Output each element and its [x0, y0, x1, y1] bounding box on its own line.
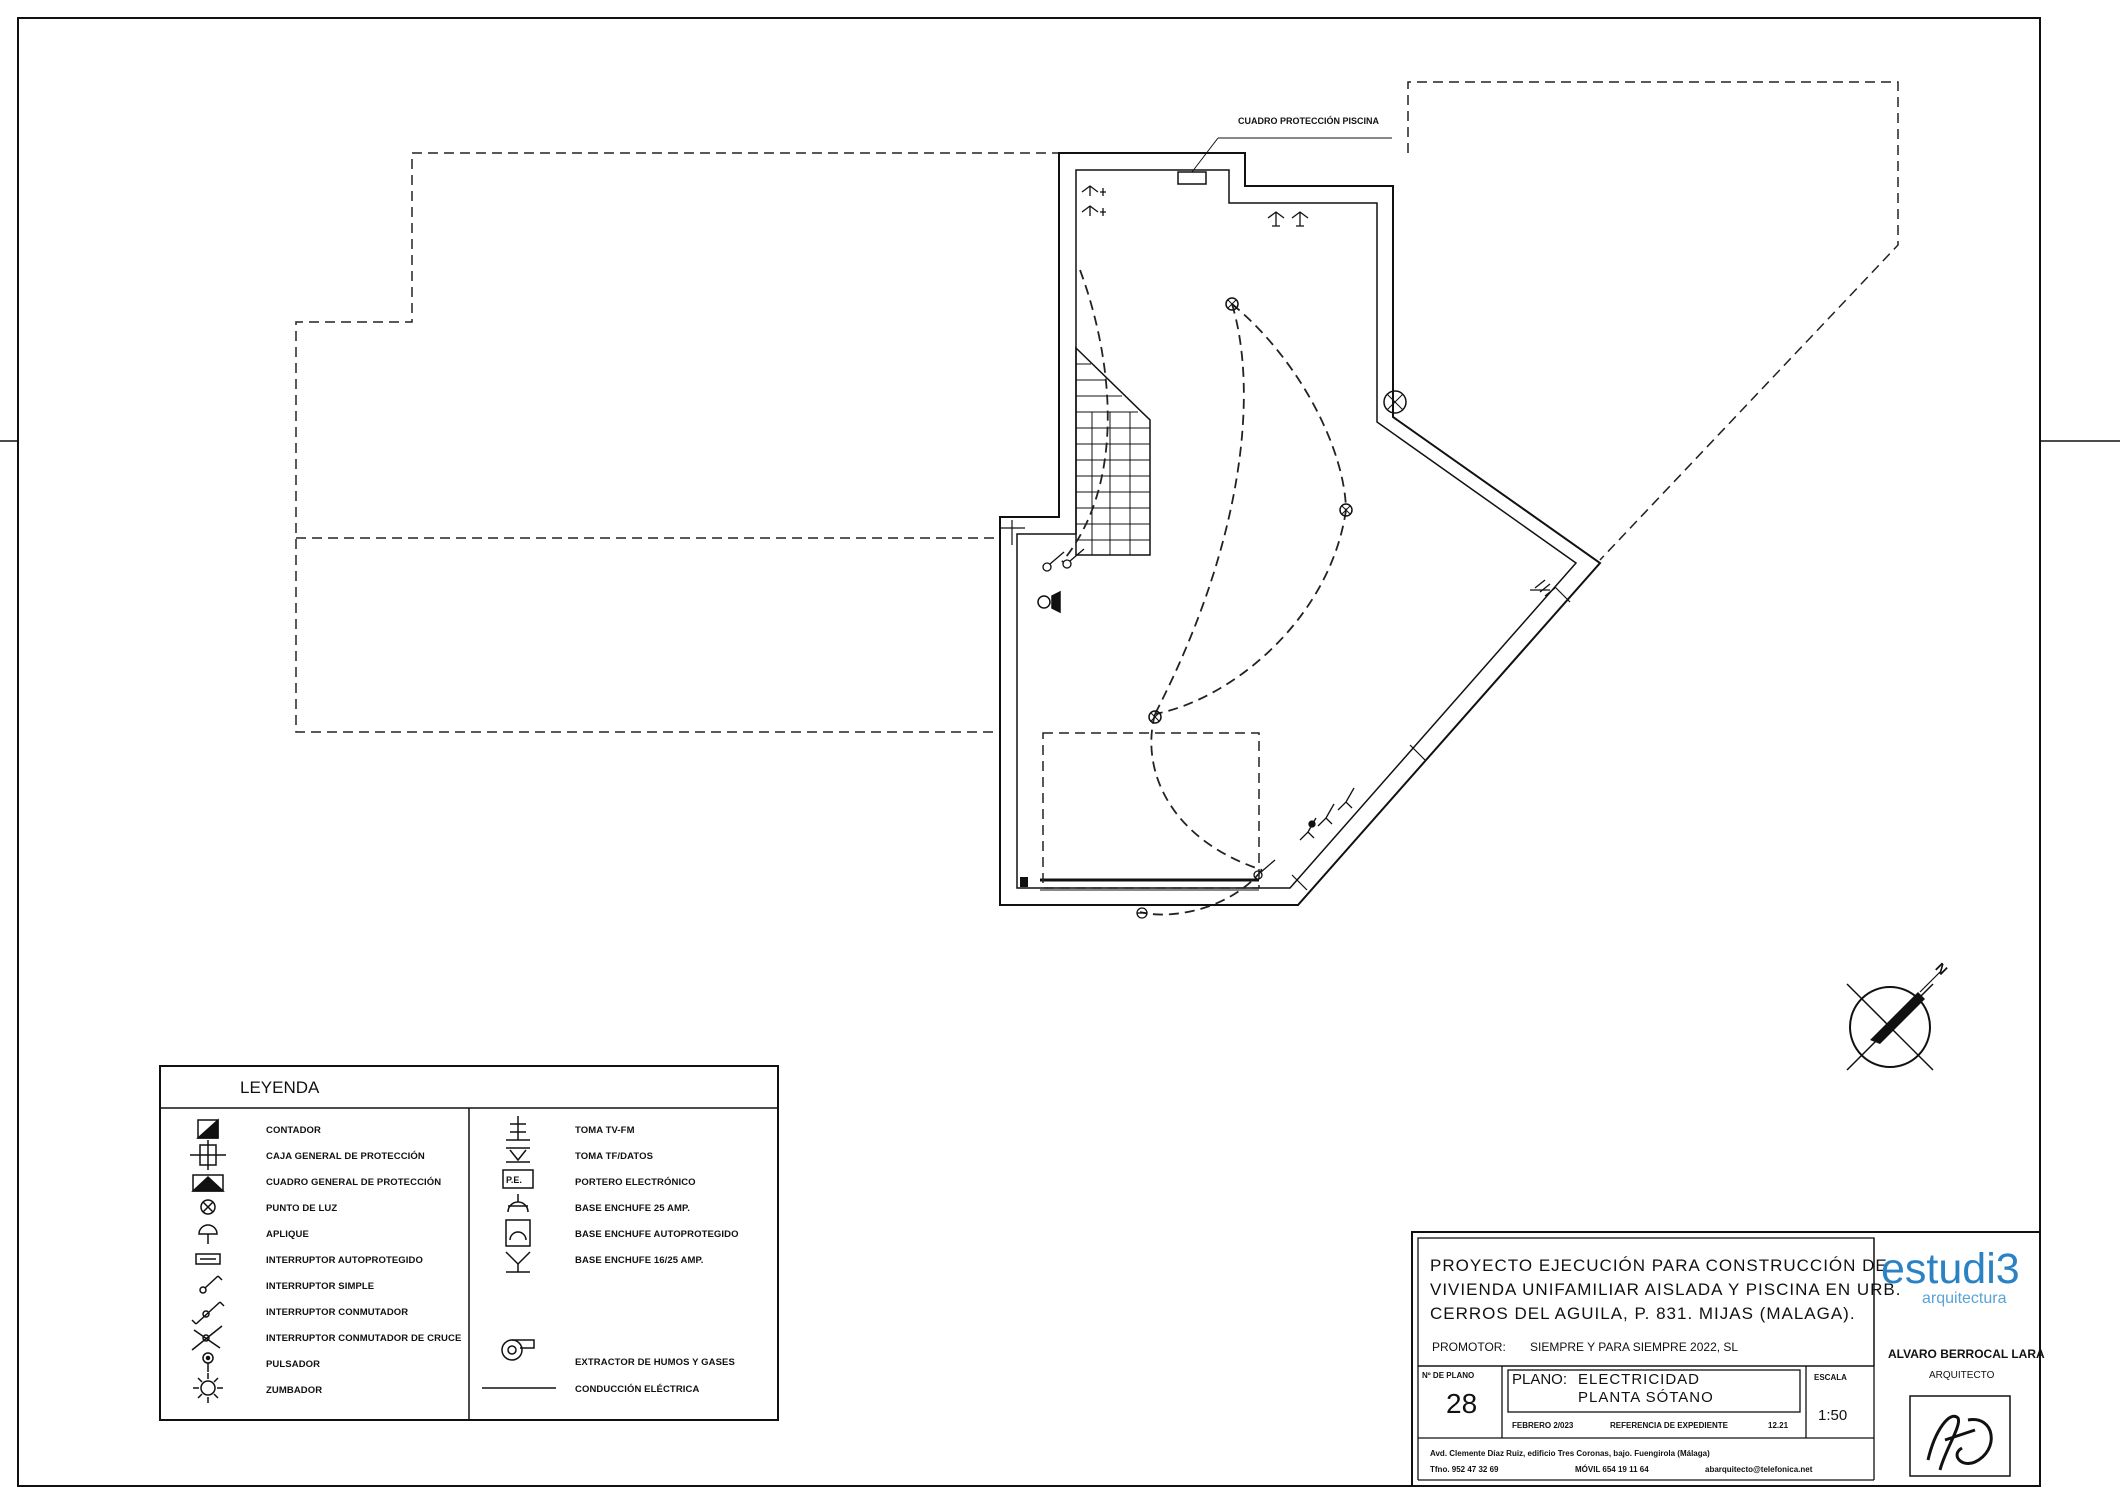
upper-floor-outline-left: [295, 152, 1062, 733]
project-line-3: CERROS DEL AGUILA, P. 831. MIJAS (MALAGA…: [1430, 1304, 1856, 1323]
wall-light-icon: [198, 1224, 218, 1244]
circuit-lines: [1061, 269, 1347, 916]
cross-switch-icon: [191, 1325, 223, 1351]
general-protection-box-icon: [190, 1140, 226, 1170]
two-way-switch-icon: [191, 1301, 225, 1325]
office-mobile: MÓVIL 654 19 11 64: [1575, 1465, 1649, 1474]
socket-icon: [1081, 185, 1106, 216]
legend-label-phone-data: TOMA TF/DATOS: [575, 1151, 653, 1162]
project-line-2: VIVIENDA UNIFAMILIAR AISLADA Y PISCINA E…: [1430, 1280, 1901, 1299]
self-protected-switch-icon: [195, 1253, 221, 1265]
legend-label-conductor: CONDUCCIÓN ELÉCTRICA: [575, 1383, 699, 1395]
firm-logo-name: estudi3: [1881, 1245, 2020, 1293]
legend-title: LEYENDA: [240, 1078, 320, 1097]
pool-panel-callout: CUADRO PROTECCIÓN PISCINA: [1238, 115, 1380, 126]
light-point-icon: [1225, 297, 1239, 311]
pool-protection-panel-icon: [1177, 137, 1392, 185]
ref-label: REFERENCIA DE EXPEDIENTE: [1610, 1421, 1729, 1430]
plan-title-1: ELECTRICIDAD: [1578, 1371, 1700, 1388]
buzzer-icon: [1037, 590, 1061, 614]
legend-label-meter: CONTADOR: [266, 1125, 321, 1136]
wall-light-icon: [1136, 907, 1148, 919]
staircase: [1075, 346, 1151, 556]
socket-25a-icon: [507, 1194, 529, 1213]
legend-label-light-point: PUNTO DE LUZ: [266, 1203, 337, 1214]
scale-value: 1:50: [1818, 1407, 1847, 1424]
tv-socket-icon: [506, 1116, 530, 1141]
simple-switch-icon: [199, 1275, 223, 1294]
legend-label-self-protected-switch: INTERRUPTOR AUTOPROTEGIDO: [266, 1255, 423, 1266]
plan-title-2: PLANTA SÓTANO: [1578, 1389, 1714, 1406]
legend-label-wall-light: APLIQUE: [266, 1229, 309, 1240]
firm-logo-sub: arquitectura: [1922, 1290, 2007, 1307]
socket-icon: [1267, 211, 1309, 227]
promoter-label: PROMOTOR:: [1432, 1340, 1506, 1354]
garage-area-outline: [1042, 732, 1260, 889]
simple-switch-icon: [1253, 859, 1276, 880]
legend-label-cgp: CAJA GENERAL DE PROTECCIÓN: [266, 1150, 425, 1162]
socket-icon: [1299, 787, 1355, 841]
light-point-icon: [1148, 710, 1162, 724]
legend-label-simple-switch: INTERRUPTOR SIMPLE: [266, 1281, 374, 1292]
sheet-border: [17, 17, 2041, 1487]
legend-label-extractor: EXTRACTOR DE HUMOS Y GASES: [575, 1357, 735, 1368]
plan-number-label: Nº DE PLANO: [1422, 1371, 1474, 1380]
upper-floor-outline-right: [1407, 81, 1899, 561]
phone-data-socket-icon: [506, 1147, 530, 1163]
project-line-1: PROYECTO EJECUCIÓN PARA CONSTRUCCIÓN DE: [1430, 1256, 1888, 1275]
two-way-switch-icon: [1042, 548, 1085, 572]
meter-icon: [196, 1118, 219, 1139]
light-point-icon: [200, 1199, 216, 1215]
extractor-icon: [501, 1339, 535, 1361]
self-protected-socket-icon: [505, 1219, 531, 1247]
title-block: [1411, 1231, 2041, 1487]
architect-signature: [1926, 1414, 1993, 1471]
intercom-icon-text: P.E.: [506, 1175, 522, 1185]
buzzer-icon: [193, 1373, 223, 1403]
architect-name: ALVARO BERROCAL LARA: [1888, 1347, 2045, 1361]
scale-label: ESCALA: [1814, 1373, 1847, 1382]
legend-label-cross-switch: INTERRUPTOR CONMUTADOR DE CRUCE: [266, 1333, 461, 1344]
socket-icon: [1530, 579, 1556, 597]
general-protection-panel-icon: [191, 1174, 225, 1192]
ref-value: 12.21: [1768, 1421, 1789, 1430]
legend: LEYENDA: [159, 1065, 779, 1421]
legend-label-intercom: PORTERO ELECTRÓNICO: [575, 1176, 696, 1188]
light-point-icon: [1383, 390, 1407, 414]
legend-label-socket-16a: BASE ENCHUFE 16/25 AMP.: [575, 1255, 703, 1266]
architect-role: ARQUITECTO: [1929, 1370, 1995, 1381]
legend-label-self-protected-socket: BASE ENCHUFE AUTOPROTEGIDO: [575, 1229, 739, 1240]
intercom-icon: [502, 1169, 534, 1189]
office-phone: Tfno. 952 47 32 69: [1430, 1465, 1499, 1474]
push-button-icon: [202, 1352, 214, 1372]
promoter-name: SIEMPRE Y PARA SIEMPRE 2022, SL: [1530, 1340, 1738, 1354]
legend-label-socket-25a: BASE ENCHUFE 25 AMP.: [575, 1203, 690, 1214]
north-arrow-icon: [1846, 971, 1941, 1071]
legend-label-tv: TOMA TV-FM: [575, 1125, 635, 1136]
plan-label: PLANO:: [1512, 1371, 1567, 1388]
plan-date: FEBRERO 2/023: [1512, 1421, 1574, 1430]
office-email: abarquitecto@telefonica.net: [1705, 1465, 1813, 1474]
office-address: Avd. Clemente Díaz Ruiz, edificio Tres C…: [1430, 1449, 1710, 1458]
light-point-icon: [1339, 503, 1353, 517]
north-label: N: [1932, 959, 1950, 977]
legend-label-push-button: PULSADOR: [266, 1359, 320, 1370]
legend-label-two-way-switch: INTERRUPTOR CONMUTADOR: [266, 1307, 408, 1318]
legend-label-cuadro: CUADRO GENERAL DE PROTECCIÓN: [266, 1176, 441, 1188]
basement-walls: [999, 152, 1602, 906]
socket-16a-icon: [505, 1251, 531, 1273]
plan-number: 28: [1446, 1388, 1477, 1419]
legend-label-buzzer: ZUMBADOR: [266, 1385, 322, 1396]
